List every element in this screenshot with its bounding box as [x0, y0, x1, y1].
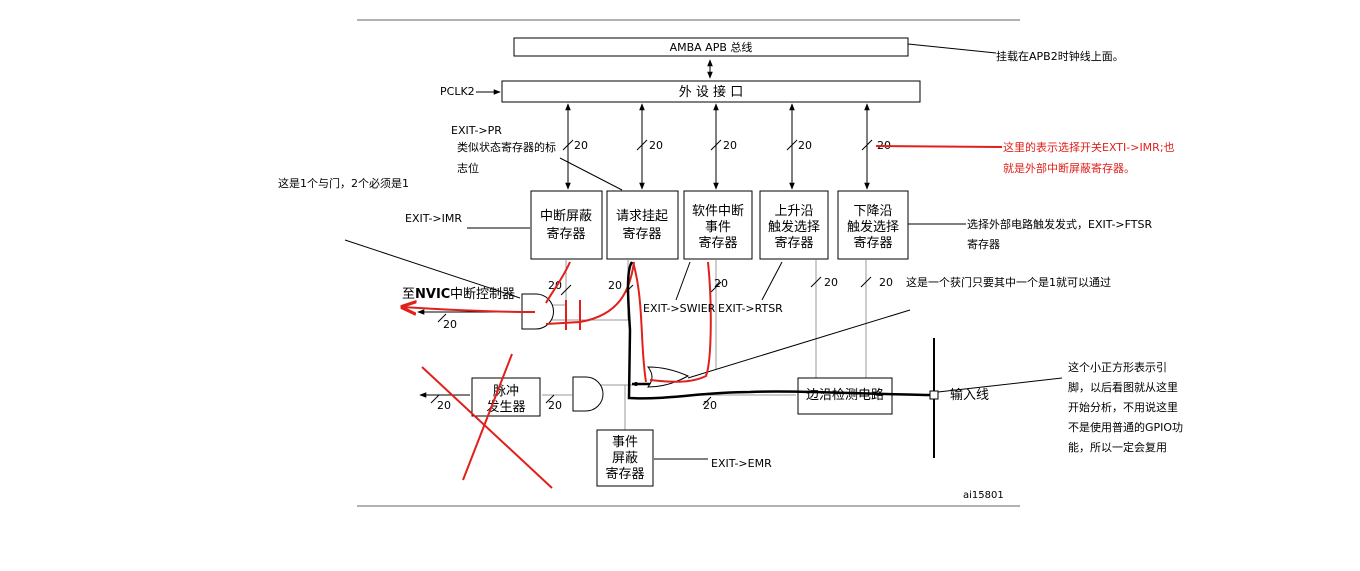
pr-register-line2: 寄存器 [622, 226, 661, 242]
pin-note-line3: 开始分析，不用说这里 [1068, 400, 1178, 414]
pin-note-line1: 这个小正方形表示引 [1068, 360, 1167, 374]
ftsr-register-line3: 寄存器 [853, 235, 892, 251]
emr-register-block [596, 429, 654, 487]
bus-width-pr-out: 20 [608, 279, 622, 292]
emr-register-line3: 寄存器 [605, 466, 644, 482]
pr-register-block [606, 190, 679, 260]
or-gate [646, 366, 690, 388]
swier-register-block [683, 190, 753, 260]
imr-register-line1: 中断屏蔽 [540, 209, 592, 224]
nvic-label-prefix: 至 [402, 287, 415, 302]
imr-note-line1: 这里的表示选择开关EXTI->IMR;也 [1003, 140, 1175, 154]
pin-note-line2: 脚，以后看图就从这里 [1068, 380, 1178, 394]
nvic-label-bold: NVIC [415, 287, 450, 302]
rtsr-register-line1: 上升沿 [774, 204, 813, 219]
ftsr-note-line2: 寄存器 [967, 237, 1000, 251]
peripheral-interface-label: 外 设 接 口 [679, 84, 743, 100]
bus-width-swier-out: 20 [714, 277, 728, 290]
input-line-label: 输入线 [950, 387, 989, 403]
pulse-generator-line2: 发生器 [486, 399, 525, 415]
ftsr-note-line1: 选择外部电路触发发式，EXIT->FTSR [967, 217, 1152, 231]
swier-register-line3: 寄存器 [698, 235, 737, 251]
rtsr-label: EXIT->RTSR [718, 302, 783, 315]
emr-label: EXIT->EMR [711, 457, 772, 470]
register-bus-arrows [562, 103, 873, 190]
bus-width-edge: 20 [703, 399, 717, 412]
emr-register-line1: 事件 [612, 435, 638, 450]
ftsr-register-block [837, 190, 909, 260]
imr-label: EXIT->IMR [405, 212, 462, 225]
input-pin-square [929, 390, 939, 400]
pclk2-label: PCLK2 [440, 85, 475, 98]
or-gate-note: 这是一个获门只要其中一个是1就可以通过 [906, 275, 1111, 289]
bus-width-swier: 20 [723, 139, 737, 152]
ftsr-register-line1: 下降沿 [853, 204, 892, 219]
bus-width-rtsr-out: 20 [824, 276, 838, 289]
bus-width-rtsr: 20 [798, 139, 812, 152]
imr-note-line2: 就是外部中断屏蔽寄存器。 [1003, 161, 1135, 175]
apb2-note: 挂载在APB2时钟线上面。 [996, 49, 1124, 63]
amba-apb-bus-label: AMBA APB 总线 [670, 40, 753, 54]
amba-apb-bus [513, 37, 909, 57]
annotation-leaders [344, 43, 1063, 460]
bus-width-pr: 20 [649, 139, 663, 152]
pulse-generator-block [471, 377, 541, 417]
figure-id: ai15801 [963, 490, 1004, 501]
swier-register-line1: 软件中断 [692, 204, 744, 219]
imr-register-block [530, 190, 603, 260]
bus-width-ftsr-out: 20 [879, 276, 893, 289]
red-handwriting [402, 145, 1003, 489]
pr-note-line2: 志位 [457, 161, 479, 175]
pr-label: EXIT->PR [451, 124, 502, 137]
emr-register-line2: 屏蔽 [612, 451, 638, 466]
bus-width-imr: 20 [574, 139, 588, 152]
nvic-label-suffix: 中断控制器 [450, 287, 515, 302]
bus-width-pulse-in: 20 [548, 399, 562, 412]
swier-register-line2: 事件 [705, 220, 731, 235]
pr-register-line1: 请求挂起 [616, 209, 668, 224]
bus-width-pulse-out: 20 [437, 399, 451, 412]
imr-register-line2: 寄存器 [546, 226, 585, 242]
swier-label: EXIT->SWIER [643, 302, 716, 315]
and-gate-note: 这是1个与门，2个必须是1 [278, 176, 409, 190]
edge-detector-label: 边沿检测电路 [806, 387, 884, 403]
pr-note-line1: 类似状态寄存器的标 [457, 140, 556, 154]
ftsr-register-line2: 触发选择 [847, 219, 899, 235]
peripheral-interface [501, 80, 921, 103]
rtsr-register-line3: 寄存器 [774, 235, 813, 251]
event-and-gate [572, 376, 604, 412]
pin-note-line5: 能，所以一定会复用 [1068, 440, 1167, 454]
bus-width-nvic: 20 [443, 318, 457, 331]
pin-note-line4: 不是使用普通的GPIO功 [1068, 420, 1183, 434]
rtsr-register-line2: 触发选择 [768, 219, 820, 235]
rtsr-register-block [759, 190, 829, 260]
edge-detector-block [797, 377, 893, 415]
